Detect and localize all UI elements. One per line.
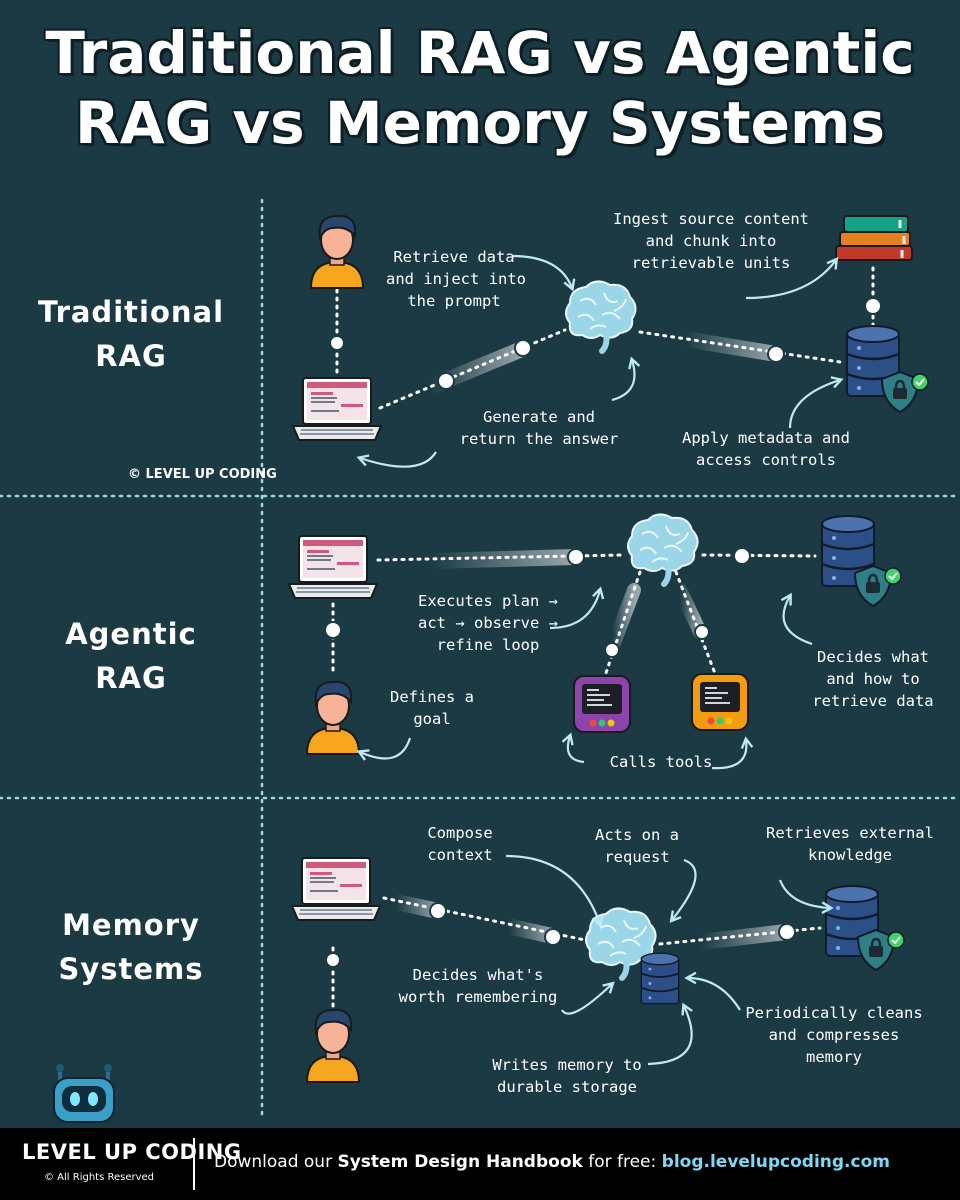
handbook-name: System Design Handbook xyxy=(337,1152,583,1172)
note-calls-tools: Calls tools xyxy=(609,753,713,771)
note-executes-plan: Executes plan → act → observe → refine l… xyxy=(418,592,558,654)
footer-brand: LEVEL UP CODING xyxy=(22,1140,242,1164)
footer-cta: Download our System Design Handbook for … xyxy=(214,1152,890,1172)
user-person-icon xyxy=(310,214,364,289)
footer-url-link[interactable]: blog.levelupcoding.com xyxy=(661,1152,890,1172)
footer-rights: © All Rights Reserved xyxy=(44,1172,155,1183)
robot-logo-icon xyxy=(53,1064,115,1123)
books-icon xyxy=(834,214,914,262)
section-dividers xyxy=(0,198,960,1122)
note-defines-goal: Defines a goal xyxy=(390,688,474,728)
laptop-icon xyxy=(291,857,381,921)
note-decides-retrieve: Decides what and how to retrieve data xyxy=(812,648,934,710)
laptop-icon xyxy=(288,535,378,599)
terminal-tool-icon xyxy=(573,675,631,733)
terminal-tool-icon xyxy=(691,673,749,731)
title-line-2: RAG vs Memory Systems xyxy=(75,89,885,157)
shield-check-icon xyxy=(880,370,930,414)
footer-bar: LEVEL UP CODING © All Rights Reserved Do… xyxy=(0,1128,960,1200)
note-writes-memory: Writes memory to durable storage xyxy=(492,1056,642,1096)
section-label-agentic-rag: Agentic RAG xyxy=(65,617,197,695)
section-label-traditional-rag: Traditional RAG xyxy=(37,295,225,373)
agentic-rag-diagram xyxy=(288,514,903,770)
shield-check-icon xyxy=(856,928,906,972)
note-cleans-memory: Periodically cleans and compresses memor… xyxy=(745,1004,923,1066)
user-person-icon xyxy=(306,680,360,755)
note-apply-metadata: Apply metadata and access controls xyxy=(682,429,850,469)
note-retrieve-data: Retrieve data and inject into the prompt xyxy=(386,248,526,310)
footer-divider xyxy=(193,1138,195,1190)
note-ingest-source: Ingest source content and chunk into ret… xyxy=(613,210,809,272)
memory-database-icon xyxy=(640,952,680,1005)
page-title: Traditional RAG vs Agentic RAG vs Memory… xyxy=(0,18,960,158)
note-retrieves-knowledge: Retrieves external knowledge xyxy=(766,824,934,864)
user-person-icon xyxy=(306,1008,360,1083)
traditional-rag-diagram xyxy=(292,214,930,468)
section-label-memory-systems: Memory Systems xyxy=(58,908,204,986)
title-line-1: Traditional RAG vs Agentic xyxy=(45,19,915,87)
shield-check-icon xyxy=(853,564,903,608)
note-compose-context: Compose context xyxy=(427,824,493,864)
note-generate-answer: Generate and return the answer xyxy=(459,408,619,448)
llm-brain-icon xyxy=(566,281,636,351)
watermark: © LEVEL UP CODING xyxy=(128,467,277,482)
memory-systems-diagram xyxy=(291,854,906,1083)
note-acts-on-request: Acts on a request xyxy=(595,826,679,866)
laptop-icon xyxy=(292,377,382,441)
note-worth-remembering: Decides what's worth remembering xyxy=(398,966,558,1006)
